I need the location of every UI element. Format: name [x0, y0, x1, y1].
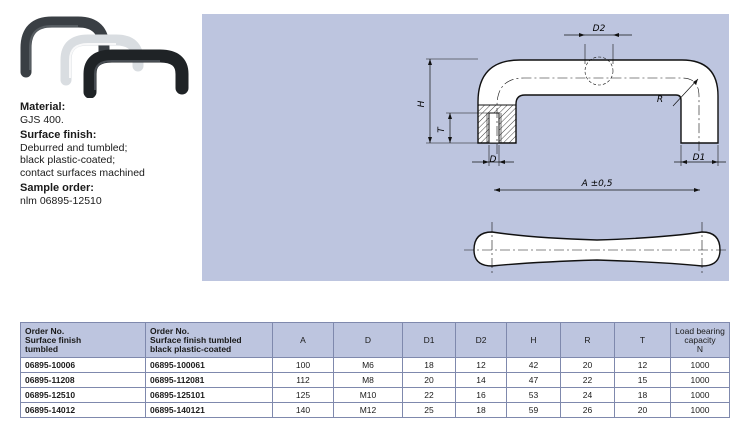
- cell-t: 15: [614, 372, 671, 388]
- table-row: 06895-14012 06895-140121 140 M12 25 18 5…: [20, 402, 730, 418]
- label-d: D: [490, 155, 497, 165]
- label-h: H: [417, 100, 427, 107]
- label-t: T: [437, 126, 447, 133]
- table-row: 06895-12510 06895-125101 125 M10 22 16 5…: [20, 387, 730, 403]
- product-info: Material: GJS 400. Surface finish: Debur…: [20, 101, 200, 207]
- header-h: H: [506, 322, 561, 358]
- table-row: 06895-11208 06895-112081 112 M8 20 14 47…: [20, 372, 730, 388]
- material-value: GJS 400.: [20, 113, 64, 126]
- header-t: T: [614, 322, 671, 358]
- surface-finish-line: contact surfaces machined: [20, 166, 145, 179]
- header-d: D: [333, 322, 403, 358]
- cell-d: M8: [333, 372, 403, 388]
- cell-d2: 16: [455, 387, 507, 403]
- cell-a: 100: [272, 357, 334, 373]
- cell-h: 47: [506, 372, 561, 388]
- technical-drawing: D2 H T D R D1 A ±0,5: [417, 24, 728, 276]
- cell-load: 1000: [670, 372, 730, 388]
- label-a: A ±0,5: [581, 179, 613, 189]
- cell-r: 20: [560, 357, 615, 373]
- cell-d1: 25: [402, 402, 456, 418]
- cell-t: 12: [614, 357, 671, 373]
- label-d2: D2: [593, 24, 606, 34]
- cell-order-no-coated: 06895-125101: [145, 387, 273, 403]
- cell-h: 59: [506, 402, 561, 418]
- cell-load: 1000: [670, 402, 730, 418]
- sample-order-value: nlm 06895-12510: [20, 194, 102, 207]
- cell-order-no-coated: 06895-140121: [145, 402, 273, 418]
- cell-d1: 20: [402, 372, 456, 388]
- header-r: R: [560, 322, 615, 358]
- handle-black: [83, 49, 189, 98]
- cell-a: 112: [272, 372, 334, 388]
- handle-side-view: [477, 59, 719, 144]
- cell-order-no-coated: 06895-100061: [145, 357, 273, 373]
- threaded-hole: [488, 112, 500, 144]
- cell-h: 53: [506, 387, 561, 403]
- cell-d2: 12: [455, 357, 507, 373]
- label-r: R: [657, 95, 663, 105]
- cell-d: M10: [333, 387, 403, 403]
- cell-order-no-coated: 06895-112081: [145, 372, 273, 388]
- surface-finish-line: Deburred and tumbled;: [20, 141, 128, 154]
- cell-d2: 14: [455, 372, 507, 388]
- cell-d: M6: [333, 357, 403, 373]
- cell-a: 125: [272, 387, 334, 403]
- surface-finish-line: black plastic-coated;: [20, 154, 116, 166]
- cell-order-no: 06895-14012: [20, 402, 146, 418]
- cell-load: 1000: [670, 357, 730, 373]
- cell-t: 18: [614, 387, 671, 403]
- label-d1: D1: [693, 153, 706, 163]
- technical-drawing-panel: D2 H T D R D1 A ±0,5: [202, 14, 729, 281]
- product-photo: [20, 16, 189, 98]
- header-d1: D1: [402, 322, 456, 358]
- header-d2: D2: [455, 322, 507, 358]
- sample-order-label: Sample order:: [20, 182, 94, 194]
- cell-order-no: 06895-10006: [20, 357, 146, 373]
- cell-r: 26: [560, 402, 615, 418]
- cell-r: 24: [560, 387, 615, 403]
- cell-h: 42: [506, 357, 561, 373]
- cell-order-no: 06895-11208: [20, 372, 146, 388]
- cell-r: 22: [560, 372, 615, 388]
- cell-order-no: 06895-12510: [20, 387, 146, 403]
- cell-d1: 18: [402, 357, 456, 373]
- cell-load: 1000: [670, 387, 730, 403]
- cell-d: M12: [333, 402, 403, 418]
- handle-top-view: [473, 231, 721, 267]
- material-label: Material:: [20, 101, 66, 113]
- cell-d2: 18: [455, 402, 507, 418]
- surface-finish-label: Surface finish:: [20, 129, 97, 141]
- cell-t: 20: [614, 402, 671, 418]
- cell-a: 140: [272, 402, 334, 418]
- header-a: A: [272, 322, 334, 358]
- table-row: 06895-10006 06895-100061 100 M6 18 12 42…: [20, 357, 730, 373]
- cell-d1: 22: [402, 387, 456, 403]
